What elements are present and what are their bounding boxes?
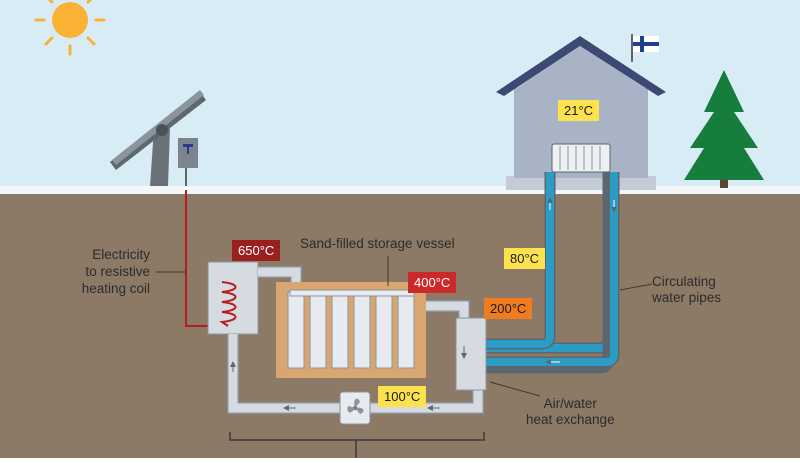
sky	[0, 0, 800, 190]
electricity-line-1: Electricity	[92, 247, 150, 262]
circulating-leader	[619, 283, 653, 291]
storage-vessel-label: Sand-filled storage vessel	[300, 236, 455, 251]
sun-icon	[34, 0, 106, 56]
air-duct-loop	[227, 266, 484, 414]
exchanger-in-temp-badge: 200°C	[484, 298, 533, 319]
coil-temp-badge: 650°C	[232, 240, 281, 261]
electricity-line-2: to resistive	[85, 264, 150, 279]
fan-icon	[339, 391, 371, 425]
circulating-line-2: water pipes	[652, 290, 722, 305]
snow-line	[0, 186, 800, 194]
electricity-line-3: heating coil	[81, 281, 150, 296]
heat-exchange-label: Air/water heat exchange	[526, 396, 615, 428]
finnish-flag-icon	[631, 34, 659, 62]
circulating-water-pipes	[458, 172, 620, 374]
solar-panel-icon	[110, 90, 206, 186]
tree-icon	[684, 70, 764, 188]
house-temp-badge: 21°C	[558, 100, 600, 121]
heating-coil-box	[207, 261, 259, 335]
circulating-line-1: Circulating	[652, 274, 716, 289]
radiator-icon	[551, 143, 611, 173]
pipe-supply-temp-badge: 80°C	[504, 248, 546, 269]
sand-storage-vessel	[276, 256, 426, 378]
heat-exchange-line-1: Air/water	[543, 396, 597, 411]
electricity-label: Electricity to resistive heating coil	[58, 246, 150, 297]
circulating-label: Circulating water pipes	[652, 274, 721, 306]
heat-exchange-line-2: heat exchange	[526, 412, 615, 427]
heat-exchanger	[455, 317, 541, 397]
vessel-out-temp-badge: 400°C	[408, 272, 457, 293]
return-air-temp-badge: 100°C	[378, 386, 427, 407]
system-bracket	[229, 432, 485, 441]
